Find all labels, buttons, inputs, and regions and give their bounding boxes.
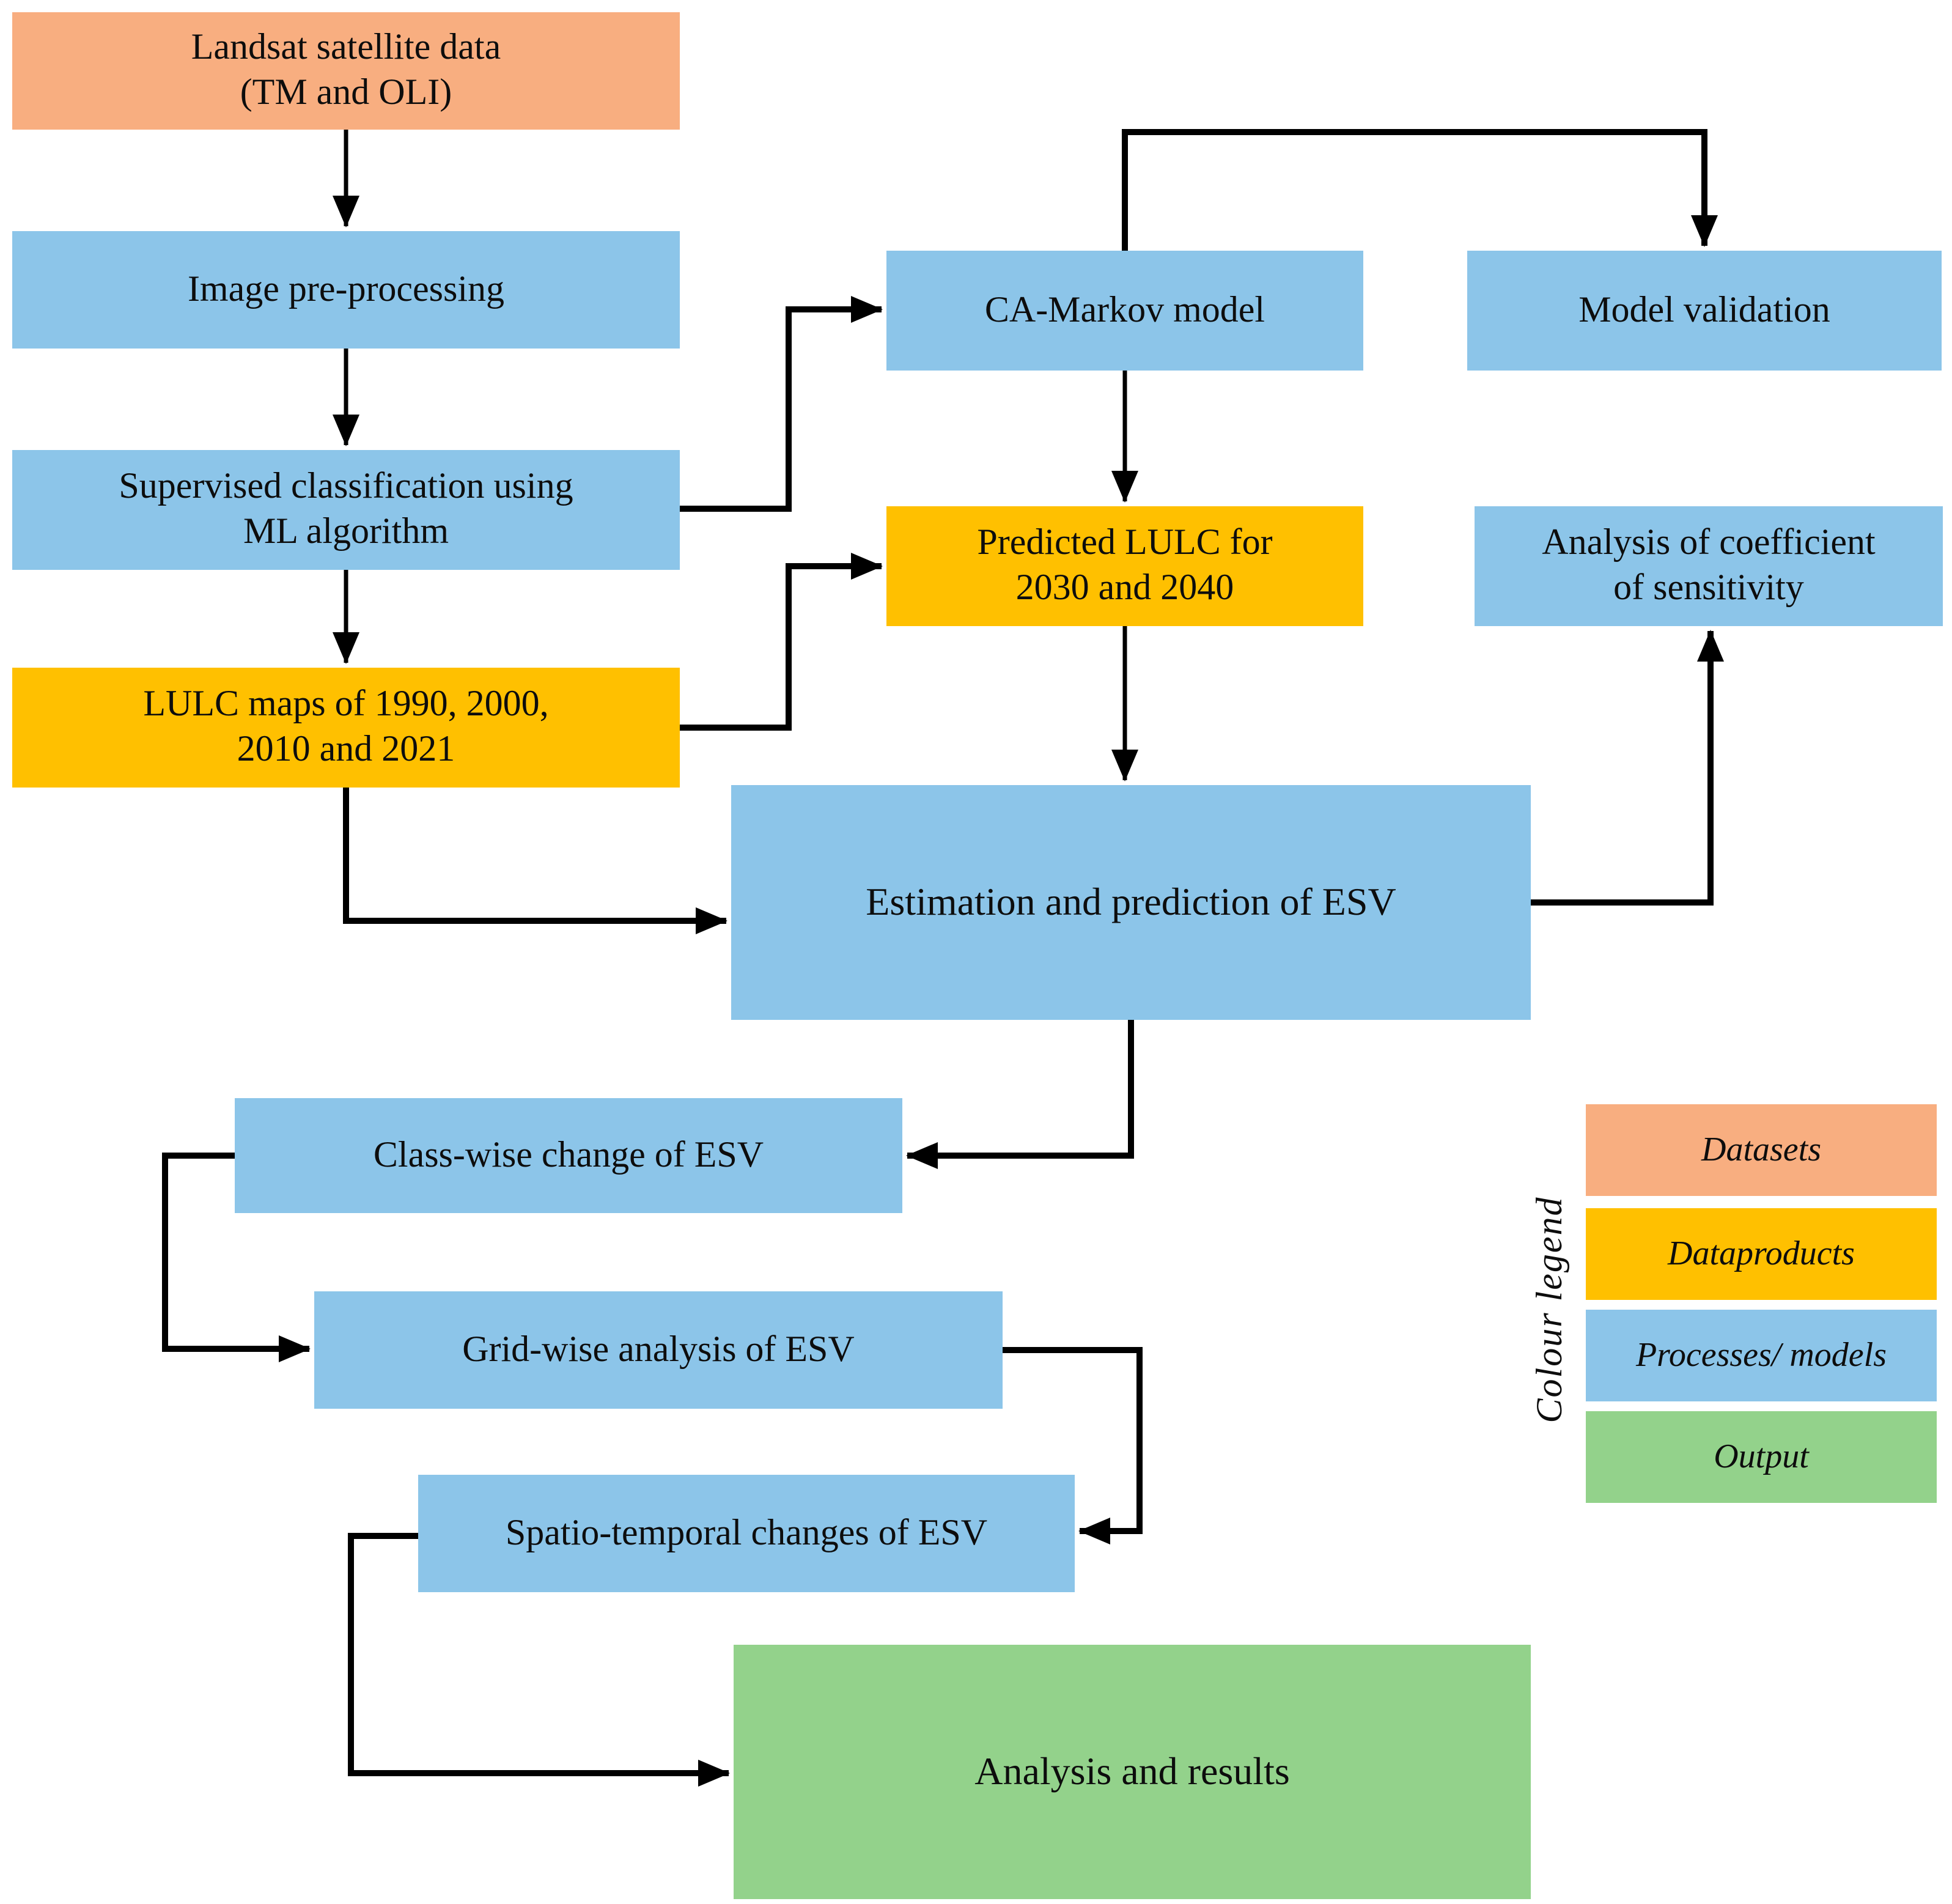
connector-grid-wise-to-spatio-temporal bbox=[1003, 1347, 1143, 1544]
node-spatio-temporal-changes-esv-label: Spatio-temporal changes of ESV bbox=[505, 1512, 988, 1553]
legend-item-datasets-label: Datasets bbox=[1701, 1131, 1821, 1168]
connector-estimation-to-class-wise bbox=[906, 1020, 1134, 1169]
legend-item-processes-models-label: Processes/ models bbox=[1635, 1336, 1887, 1374]
node-ca-markov-label: CA-Markov model bbox=[984, 289, 1265, 330]
legend-item-dataproducts-label: Dataproducts bbox=[1668, 1234, 1855, 1272]
node-grid-wise-analysis-esv: Grid-wise analysis of ESV bbox=[314, 1291, 1003, 1409]
connector-spatio-temporal-to-results bbox=[348, 1533, 730, 1787]
node-landsat-satellite-data: Landsat satellite data (TM and OLI) bbox=[12, 12, 680, 130]
node-coefficient-of-sensitivity: Analysis of coefficient of sensitivity bbox=[1475, 506, 1943, 626]
connector-lulc-to-predicted-lulc bbox=[680, 553, 883, 731]
connector-ca-markov-to-model-validation bbox=[1122, 129, 1718, 251]
connector-supervised-to-ca-markov bbox=[680, 296, 883, 512]
legend-item-output: Output bbox=[1586, 1411, 1937, 1503]
node-spatio-temporal-changes-esv: Spatio-temporal changes of ESV bbox=[418, 1475, 1075, 1592]
node-predicted-lulc: Predicted LULC for 2030 and 2040 bbox=[886, 506, 1363, 626]
node-estimation-prediction-esv: Estimation and prediction of ESV bbox=[731, 785, 1531, 1020]
node-model-validation-label: Model validation bbox=[1578, 289, 1830, 330]
connector-class-wise-to-grid-wise bbox=[162, 1153, 311, 1362]
node-supervised-classification: Supervised classification using ML algor… bbox=[12, 450, 680, 570]
legend-item-datasets: Datasets bbox=[1586, 1104, 1937, 1196]
node-ca-markov-model: CA-Markov model bbox=[886, 251, 1363, 371]
node-analysis-and-results: Analysis and results bbox=[734, 1645, 1531, 1899]
node-class-wise-change-esv-label: Class-wise change of ESV bbox=[373, 1134, 764, 1175]
node-predicted-lulc-label: Predicted LULC for 2030 and 2040 bbox=[977, 522, 1273, 608]
connector-lulc-to-estimation bbox=[343, 788, 727, 934]
node-image-preprocessing-label: Image pre-processing bbox=[187, 268, 505, 309]
node-coefficient-of-sensitivity-label: Analysis of coefficient of sensitivity bbox=[1542, 522, 1876, 608]
node-analysis-and-results-label: Analysis and results bbox=[974, 1749, 1290, 1793]
node-estimation-prediction-esv-label: Estimation and prediction of ESV bbox=[866, 879, 1396, 924]
legend-item-dataproducts: Dataproducts bbox=[1586, 1208, 1937, 1300]
legend-title: Colour legend bbox=[1530, 1196, 1570, 1423]
node-grid-wise-analysis-esv-label: Grid-wise analysis of ESV bbox=[462, 1329, 855, 1370]
node-class-wise-change-esv: Class-wise change of ESV bbox=[235, 1098, 902, 1213]
legend-item-processes-models: Processes/ models bbox=[1586, 1310, 1937, 1401]
node-supervised-classification-label: Supervised classification using ML algor… bbox=[119, 466, 573, 552]
connector-estimation-to-sensitivity bbox=[1531, 630, 1724, 906]
node-image-preprocessing: Image pre-processing bbox=[12, 231, 680, 349]
legend-item-output-label: Output bbox=[1714, 1437, 1809, 1475]
node-landsat-label: Landsat satellite data (TM and OLI) bbox=[191, 27, 501, 113]
node-lulc-maps-label: LULC maps of 1990, 2000, 2010 and 2021 bbox=[143, 684, 549, 769]
node-model-validation: Model validation bbox=[1467, 251, 1942, 371]
node-lulc-maps: LULC maps of 1990, 2000, 2010 and 2021 bbox=[12, 668, 680, 788]
